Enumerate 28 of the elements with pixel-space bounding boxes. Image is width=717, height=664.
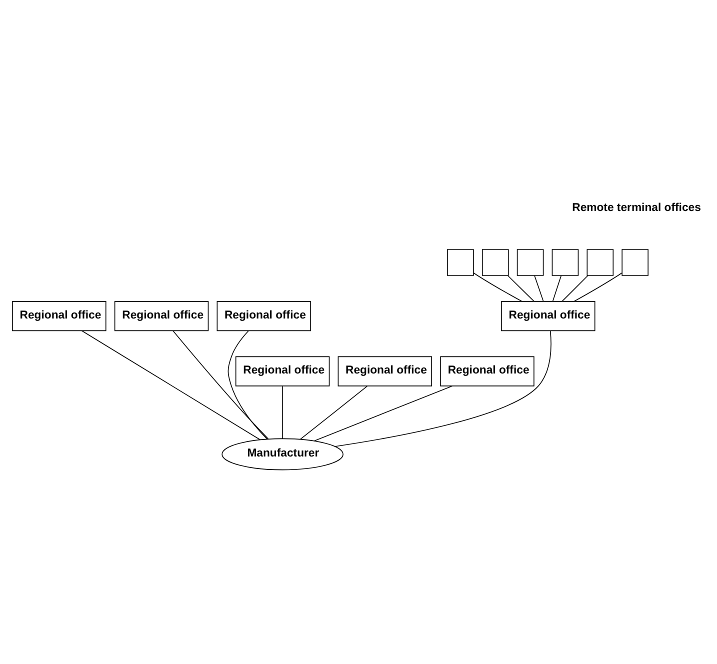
node-box [622, 249, 648, 276]
connector [507, 275, 534, 302]
node-box [516, 249, 544, 276]
node-box: Regional office [338, 356, 432, 386]
connector [282, 386, 283, 440]
node-box [447, 249, 474, 276]
node-box: Regional office [216, 301, 311, 332]
node-box [482, 249, 509, 276]
connector [552, 275, 562, 302]
node-box: Regional office [12, 301, 106, 332]
node-box: Regional office [114, 301, 209, 332]
connector [534, 275, 544, 302]
node-box [586, 249, 614, 276]
connector [172, 330, 269, 440]
connector [334, 330, 552, 447]
connector [314, 386, 453, 442]
connector [300, 386, 368, 440]
connector [562, 275, 588, 302]
connector [473, 272, 522, 302]
node-box: Regional office [440, 356, 534, 386]
node-ellipse: Manufacturer [222, 438, 344, 470]
connector [228, 330, 268, 440]
connector [81, 330, 261, 440]
label: Remote terminal offices [572, 202, 701, 214]
node-box: Regional office [501, 301, 596, 332]
node-box [552, 249, 579, 276]
node-box: Regional office [235, 356, 330, 386]
connector [574, 272, 622, 302]
